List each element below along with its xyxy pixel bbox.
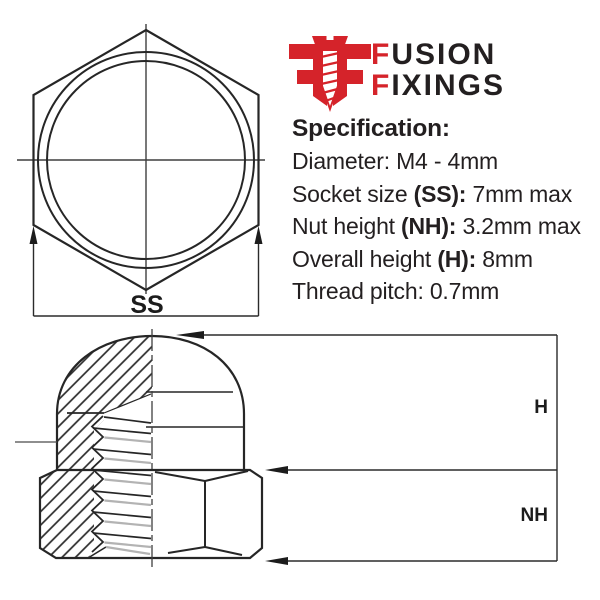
spec-nut-height-post: 3.2mm max — [456, 213, 581, 239]
ss-dimension — [32, 230, 260, 317]
spec-socket-post: 7mm max — [466, 180, 573, 207]
spec-nut-height: Nut height (NH): 3.2mm max — [292, 210, 592, 243]
nh-arrow-bottom — [265, 557, 288, 565]
overall-height-dimension-label: H — [534, 397, 548, 418]
bore-chamfer-line — [87, 546, 107, 559]
spec-socket-text: Socket size — [292, 180, 414, 207]
h-arrow-top — [176, 331, 204, 339]
specification-heading: Specification: — [292, 115, 450, 142]
screw-threads — [320, 51, 340, 103]
thread-helix-dark — [92, 416, 152, 540]
cavity-ceiling-slant — [103, 393, 152, 414]
ss-arrow-right — [254, 226, 263, 244]
nh-arrow-mid — [265, 466, 288, 474]
spec-overall-height-text: Overall height — [292, 245, 438, 272]
logo-right-f — [333, 44, 371, 106]
height-dimension-lines — [203, 334, 558, 562]
thread-sawtooth — [90, 415, 105, 553]
logo-word-fixings-initial: F — [371, 69, 392, 102]
logo-left-f — [289, 44, 327, 106]
spec-nut-height-text: Nut height — [292, 213, 402, 239]
spec-diameter: Diameter: M4 - 4mm — [292, 145, 592, 178]
spec-thread-pitch: Thread pitch: 0.7mm — [292, 275, 592, 308]
inner-chamfer-circle — [46, 60, 246, 260]
thread-helix-gray — [104, 436, 152, 549]
section-hatching — [40, 336, 152, 558]
hex-facet-lines — [154, 470, 249, 556]
spec-thread-pitch-text: Thread pitch: 0.7mm — [292, 278, 500, 304]
section-view-drawing — [15, 329, 558, 569]
screw-head — [312, 36, 348, 50]
specification-block: Specification: Diameter: M4 - 4mm Socket… — [292, 112, 592, 308]
screw-icon — [312, 31, 348, 113]
top-view-drawing — [17, 24, 265, 317]
spec-overall-height-bold: (H): — [437, 245, 477, 272]
ss-arrow-left — [29, 226, 38, 244]
logo-word-fusion: FUSION — [371, 40, 496, 70]
logo-word-fusion-rest: USION — [391, 38, 497, 71]
logo-word-fixings-rest: IXINGS — [391, 69, 506, 102]
nut-height-dimension-label: NH — [520, 505, 548, 526]
spec-nut-height-bold: (NH): — [401, 213, 457, 239]
hex-outline — [32, 28, 260, 292]
logo-word-fusion-initial: F — [371, 38, 392, 71]
outer-chamfer-circle — [37, 51, 255, 269]
spec-overall-height: Overall height (H): 8mm — [292, 243, 592, 276]
logo-word-fixings: FIXINGS — [371, 71, 505, 101]
hex-base-outline — [38, 468, 264, 560]
spec-overall-height-post: 8mm — [476, 245, 533, 272]
internal-edge-lines — [146, 391, 244, 428]
spec-socket-bold: (SS): — [413, 180, 467, 207]
bore-chamfer-gray — [105, 545, 151, 556]
fusion-fixings-logo-mark — [289, 31, 371, 113]
spec-socket-size: Socket size (SS): 7mm max — [292, 178, 592, 211]
spec-diameter-text: Diameter: M4 - 4mm — [292, 148, 498, 174]
socket-size-dimension-label: SS — [130, 291, 164, 319]
screw-slot — [326, 31, 334, 40]
